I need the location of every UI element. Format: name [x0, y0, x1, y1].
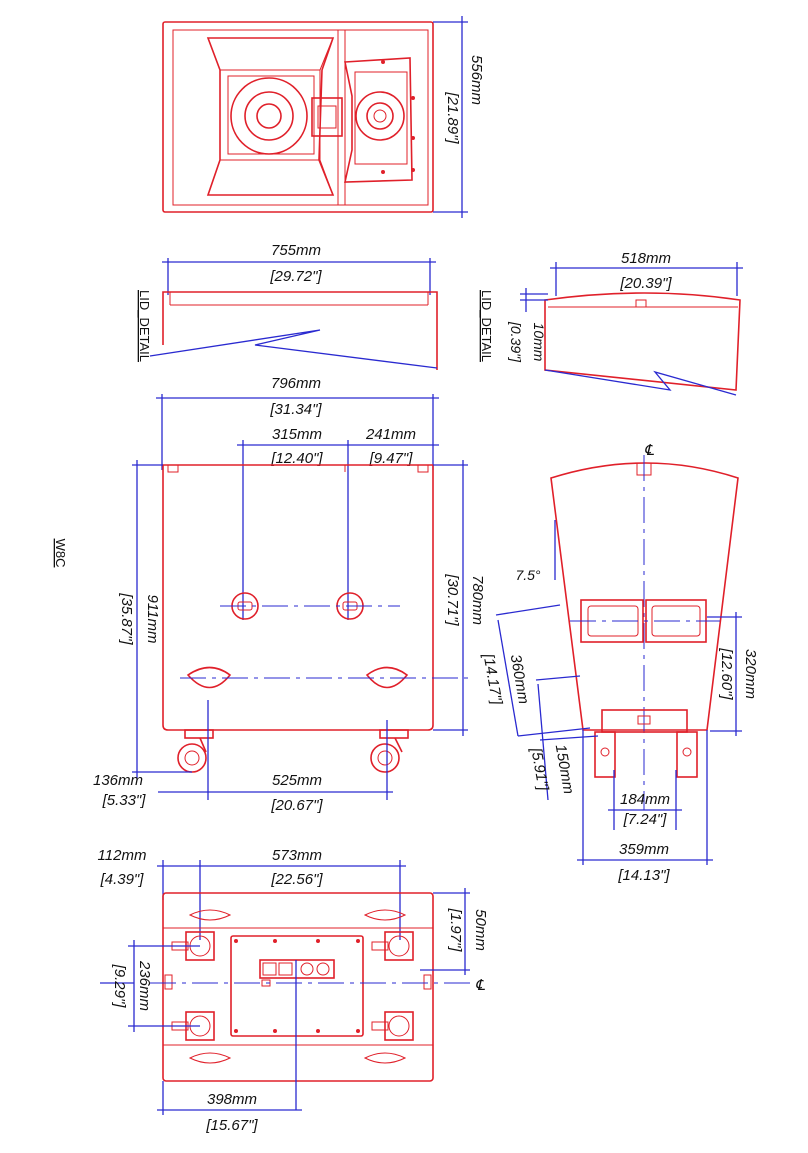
front-view: 556mm [21.89"] [162, 16, 485, 218]
side-view: ℄ 7.5° 360mm [14.17"] 150mm [5.91"] 320m… [479, 442, 759, 884]
model-label: W8C [53, 539, 68, 568]
handle-b-mm: 241mm [365, 426, 416, 443]
panel-x-in: [15.67"] [205, 1117, 258, 1134]
side-base-in: [5.91"] [527, 746, 552, 793]
body-height-mm: 780mm [469, 575, 486, 625]
bottom-centerline: ℄ [475, 977, 485, 994]
top-width-in: [31.34"] [269, 401, 322, 418]
top-view: 796mm [31.34"] 315mm [12.40"] 241mm [9.4… [93, 375, 486, 814]
panel-x-mm: 398mm [207, 1091, 257, 1108]
side-base-mm: 150mm [552, 743, 577, 795]
side-angle: 7.5° [515, 567, 540, 583]
edge-mm: 50mm [472, 909, 489, 951]
body-height-in: [30.71"] [444, 573, 461, 626]
handle-a-in: [12.40"] [270, 450, 323, 467]
side-panel-in: [14.17"] [479, 652, 505, 707]
lid-thickness-in: [0.39"] [508, 321, 524, 363]
lid-top-view: 755mm [29.72"] LID_DETAIL [137, 242, 438, 370]
wheel-offset-mm: 136mm [93, 772, 143, 789]
handle-height-in: [12.60"] [718, 647, 735, 700]
lid-side-width-in: [20.39"] [619, 275, 672, 292]
top-depth-mm: 911mm [144, 595, 161, 644]
bottom-span-in: [22.56"] [270, 871, 323, 888]
lid-note: LID_DETAIL [137, 290, 152, 362]
caster-right [370, 729, 409, 773]
lid-side-view: 518mm [20.39"] 10mm [0.39"] LID_DETAIL [479, 250, 743, 396]
handle-height-mm: 320mm [742, 649, 759, 699]
bottom-wheel-x-in: [4.39"] [100, 871, 145, 888]
wheel-inner-in: [7.24"] [623, 811, 668, 828]
front-height-mm: 556mm [468, 55, 485, 105]
bottom-view: 112mm [4.39"] 573mm [22.56"] [98, 847, 489, 1134]
wheel-offset-in: [5.33"] [102, 792, 147, 809]
front-height-in: [21.89"] [444, 91, 461, 144]
bottom-wheel-x-mm: 112mm [98, 847, 147, 864]
wheel-outer-mm: 359mm [619, 841, 669, 858]
lid-side-width-mm: 518mm [621, 250, 671, 267]
wheel-inner-mm: 184mm [620, 791, 670, 808]
handle-a-mm: 315mm [272, 426, 322, 443]
bottom-wheel-y-mm: 236mm [136, 960, 153, 1011]
top-depth-in: [35.87"] [118, 592, 135, 645]
edge-in: [1.97"] [447, 908, 464, 953]
wheel-span-mm: 525mm [272, 772, 322, 789]
lid-width-in: [29.72"] [269, 268, 322, 285]
wheel-span-in: [20.67"] [270, 797, 323, 814]
lid-thickness-mm: 10mm [531, 323, 547, 362]
handle-b-in: [9.47"] [369, 450, 414, 467]
caster-plate-tr [371, 931, 414, 961]
side-centerline: ℄ [644, 442, 654, 459]
top-width-mm: 796mm [271, 375, 321, 392]
wheel-outer-in: [14.13"] [617, 867, 670, 884]
side-panel-mm: 360mm [507, 653, 532, 705]
caster-plate-br [371, 1011, 414, 1041]
bottom-wheel-y-in: [9.29"] [111, 964, 128, 1009]
bottom-span-mm: 573mm [272, 847, 322, 864]
lid-width-mm: 755mm [271, 242, 321, 259]
lid-side-note: LID_DETAIL [479, 290, 494, 362]
